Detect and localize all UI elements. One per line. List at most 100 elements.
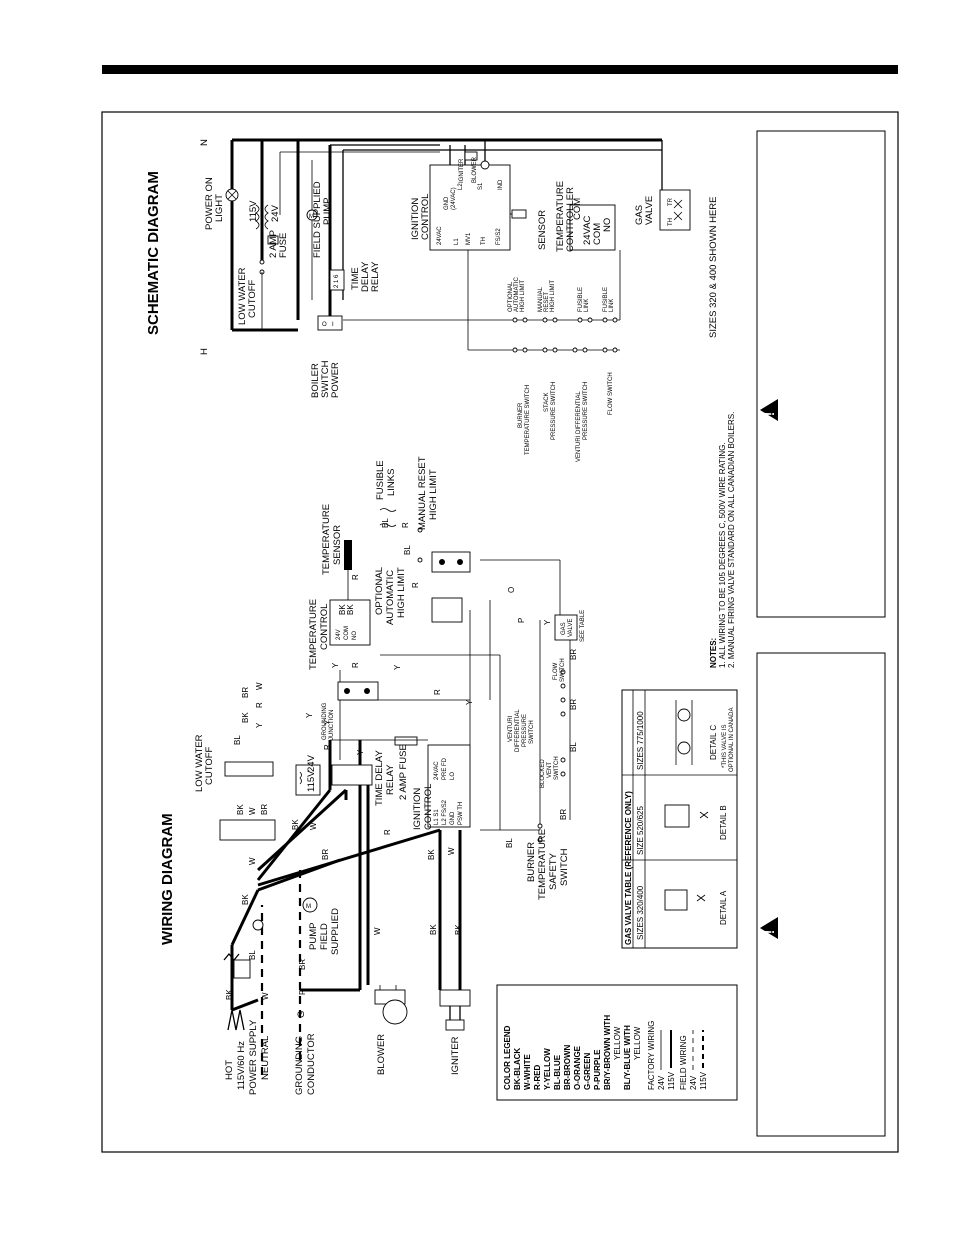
pump-3: SUPPLIED: [330, 908, 341, 955]
sch-bts-2: TEMPERATURE SWITCH: [525, 385, 531, 455]
wire-br-2: BR: [260, 804, 269, 815]
gvt-title: GAS VALVE TABLE (REFERENCE ONLY): [624, 791, 633, 945]
boiler-switch-3: POWER: [330, 362, 341, 398]
sch-man-3: HIGH LIMIT: [550, 280, 556, 312]
bts-1: BURNER: [526, 842, 537, 882]
wire-bk-6: BK: [454, 924, 463, 935]
wire-o: O: [507, 587, 516, 593]
fl-1: FUSIBLE: [375, 460, 386, 500]
wiring-diagram: M 24VAC PRE FD LO L1 S1 L2 FS/S2 GND PSW…: [194, 456, 586, 1095]
ts-2: SENSOR: [332, 525, 343, 565]
wire-y-5: Y: [331, 662, 340, 668]
schematic-title: SCHEMATIC DIAGRAM: [145, 171, 162, 335]
gv-th: TH: [668, 218, 674, 226]
legend-field: FIELD WIRING: [679, 1035, 688, 1090]
wire-bk-10: BK: [346, 604, 355, 615]
schematic-sensor: SENSOR: [537, 210, 548, 250]
igniter-label: IGNITER: [450, 1036, 461, 1075]
svg-text:O: O: [322, 322, 327, 328]
wire-bk-9: BK: [338, 604, 347, 615]
gvt-header-3: SIZES 775/1000: [636, 711, 645, 770]
svg-text:I: I: [332, 322, 334, 328]
wire-w-2: W: [248, 857, 257, 865]
power-on-light-2: LIGHT: [214, 194, 225, 222]
transformer-24: 24V: [306, 754, 317, 772]
legend-item-bry: BR/Y-BROWN WITH: [603, 1015, 612, 1090]
legend-item-g: G-GREEN: [583, 1052, 592, 1090]
wire-bk-8: BK: [241, 712, 250, 723]
wire-r-2: R: [383, 829, 392, 835]
grounding-conductor-1: GROUNDING: [294, 1036, 305, 1095]
sch-fuse-2b: LINK: [609, 299, 615, 312]
gvt-detail-b: DETAIL B: [719, 805, 728, 840]
boiler-switch-2: SWITCH: [320, 360, 331, 398]
mrhl-1: MANUAL RESET: [417, 456, 428, 530]
schematic-24v: 24V: [270, 204, 281, 222]
igniter-icon: [439, 989, 471, 1031]
legend-factory-115: 115V: [667, 1071, 676, 1090]
wire-p: P: [517, 618, 526, 623]
wg-1: GAS: [561, 622, 567, 635]
wire-y-4: Y: [305, 712, 314, 718]
svg-text:M: M: [306, 904, 311, 910]
legend-item-br: BR-BROWN: [563, 1044, 572, 1090]
tdr-1: TIME DELAY: [374, 750, 385, 806]
schematic-time-2: DELAY: [360, 261, 371, 292]
legend-item-r: R-RED: [533, 1064, 542, 1090]
ic-term-mv1: MV1: [466, 232, 472, 245]
wire-bk-7: BK: [427, 849, 436, 860]
ic-term-24vac: 24VAC: [437, 226, 443, 245]
wire-w-4: W: [309, 822, 318, 830]
lwco-2: CUTOFF: [204, 746, 215, 785]
wire-bk-4: BK: [291, 819, 300, 830]
wire-r-8: R: [401, 522, 410, 528]
tc-1: TEMPERATURE: [308, 599, 319, 670]
oahl-1: OPTIONAL: [374, 567, 385, 615]
see-table: SEE TABLE: [580, 610, 586, 642]
wire-br-6: BR: [569, 699, 578, 710]
wire-bl-2: BL: [233, 735, 242, 745]
legend-title: COLOR LEGEND: [503, 1025, 512, 1090]
wire-w-7: W: [255, 682, 264, 690]
warning-triangle-icon: !: [760, 917, 778, 939]
page-frame: [101, 111, 899, 1153]
neutral-label: NEUTRAL: [260, 1036, 271, 1080]
wire-y-8: Y: [543, 619, 552, 625]
flow-2: SWITCH: [560, 658, 566, 682]
schematic-h: H: [199, 348, 210, 355]
wire-w-3: W: [248, 807, 257, 815]
sch-stack-2: PRESSURE SWITCH: [551, 382, 557, 440]
legend-item-bly: BL/Y-BLUE WITH: [623, 1025, 632, 1090]
svg-text:24V: 24V: [336, 629, 342, 640]
sch-bts-1: BURNER: [518, 402, 524, 428]
sizes-note: SIZES 320 & 400 SHOWN HERE: [708, 197, 719, 339]
temp-controller-1: TEMPERATURE: [555, 181, 566, 252]
hot-label: HOT: [224, 1060, 235, 1080]
bv-2: VENT: [547, 762, 553, 778]
gvt-detail-a: DETAIL A: [719, 890, 728, 925]
gvt-note-1: *THIS VALVE IS: [722, 725, 728, 768]
sch-fuse-1a: FUSIBLE: [578, 287, 584, 312]
flow-1: FLOW: [553, 662, 559, 680]
sch-man-1: MANUAL: [538, 286, 544, 312]
venturi-4: SWITCH: [529, 720, 535, 744]
schematic-diagram: M 2 1 6 O I 24VAC GND (24VAC) L2 S1 IND …: [199, 138, 719, 462]
color-legend: COLOR LEGEND BK-BLACK W-WHITE R-RED Y-YE…: [496, 984, 738, 1101]
tc-com-2: COM: [592, 223, 603, 245]
header-rule: [102, 65, 898, 74]
power-on-light-1: POWER ON: [204, 177, 215, 230]
schematic-time-1: TIME: [350, 267, 361, 290]
schematic-n: N: [199, 139, 210, 146]
wire-r-6: R: [433, 689, 442, 695]
note-2: 2. MANUAL FIRING VALVE STANDARD ON ALL C…: [727, 412, 736, 668]
sch-fuse-1b: LINK: [584, 299, 590, 312]
gvt-note-2: OPTIONAL IN CANADA: [729, 708, 735, 772]
legend-item-y: Y-YELLOW: [543, 1048, 552, 1090]
grounding-conductor-2: CONDUCTOR: [306, 1033, 317, 1095]
notes-title: NOTES:: [709, 638, 718, 668]
ic-term-l2: L2: [458, 183, 464, 190]
wire-y-2: Y: [356, 749, 365, 755]
schematic-time-3: RELAY: [370, 261, 381, 292]
svg-text:PRE FD: PRE FD: [442, 757, 448, 780]
schematic-gas-1: GAS: [634, 205, 645, 225]
